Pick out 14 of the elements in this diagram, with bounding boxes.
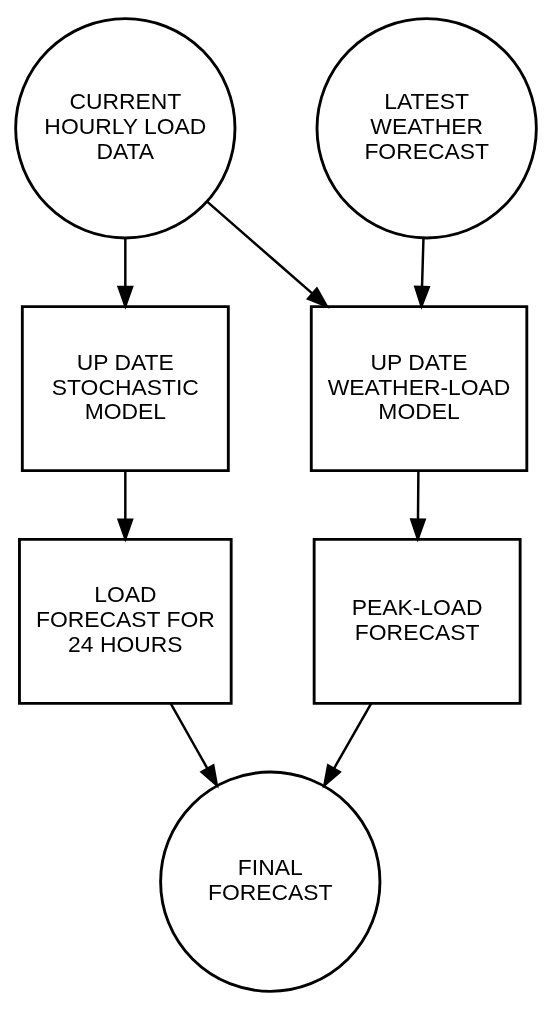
node-circle: CURRENT HOURLY LOAD DATA bbox=[14, 17, 237, 240]
arrow bbox=[206, 200, 330, 309]
arrow bbox=[169, 703, 219, 789]
arrow bbox=[409, 471, 427, 543]
arrow bbox=[116, 238, 134, 310]
node-box: LOAD FORECAST FOR 24 HOURS bbox=[18, 537, 233, 705]
node-box: PEAK-LOAD FORECAST bbox=[312, 537, 522, 705]
arrow bbox=[322, 703, 373, 789]
node-box: UP DATE WEATHER-LOAD MODEL bbox=[309, 305, 529, 473]
node-circle: LATEST WEATHER FORECAST bbox=[315, 17, 538, 240]
arrow bbox=[413, 238, 431, 310]
node-circle: FINAL FORECAST bbox=[159, 770, 382, 993]
arrow bbox=[116, 471, 134, 543]
node-box: UP DATE STOCHASTIC MODEL bbox=[20, 305, 230, 473]
